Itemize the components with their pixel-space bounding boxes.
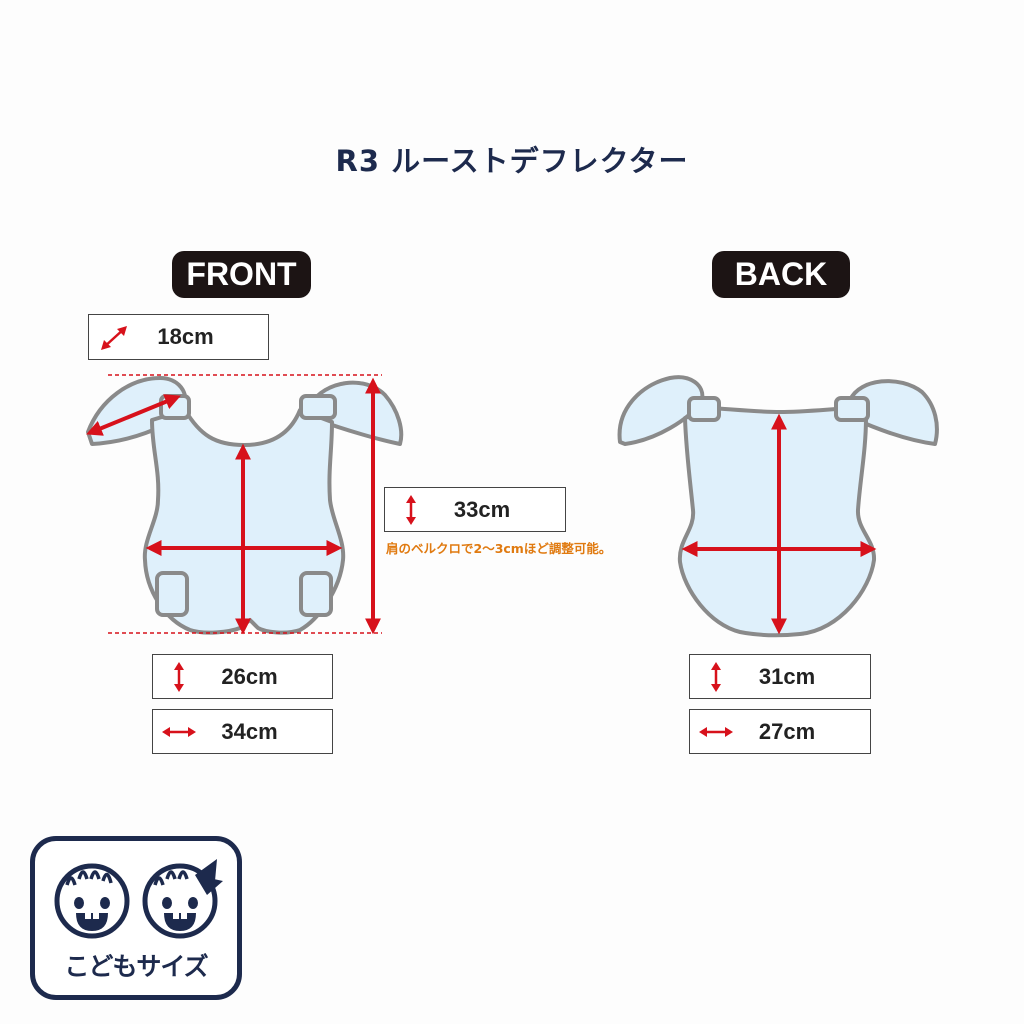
front-label: FRONT bbox=[172, 251, 311, 298]
horizontal-double-arrow-icon bbox=[699, 727, 733, 737]
back-body bbox=[677, 406, 877, 638]
horizontal-double-arrow-icon bbox=[162, 727, 196, 737]
front-total-value: 33cm bbox=[453, 496, 511, 522]
back-guard bbox=[617, 375, 939, 638]
back-left-velcro bbox=[687, 396, 721, 422]
front-total-dimension: 33cm bbox=[384, 487, 566, 532]
kids-size-label: こどもサイズ bbox=[64, 952, 208, 981]
boy-face-icon bbox=[54, 863, 130, 939]
front-width-dimension: 34cm bbox=[152, 709, 333, 754]
back-height-dimension: 31cm bbox=[689, 654, 871, 699]
kids-faces-icon bbox=[54, 859, 223, 939]
back-width-value: 27cm bbox=[758, 718, 816, 744]
front-width-value: 34cm bbox=[221, 718, 278, 744]
back-height-value: 31cm bbox=[758, 663, 816, 689]
back-right-velcro bbox=[834, 396, 870, 422]
page-title: R3 ルーストデフレクター bbox=[335, 144, 689, 178]
girl-face-icon bbox=[142, 859, 223, 939]
vertical-double-arrow-icon bbox=[711, 662, 721, 692]
front-height-dimension: 26cm bbox=[152, 654, 333, 699]
front-shoulder-value: 18cm bbox=[157, 324, 214, 349]
vertical-double-arrow-icon bbox=[406, 495, 416, 525]
kids-size-badge: こどもサイズ bbox=[30, 836, 242, 1000]
back-right-shoulder-cap bbox=[848, 379, 939, 446]
adjust-note: 肩のベルクロで2～3cmほど調整可能。 bbox=[386, 541, 612, 556]
diagonal-double-arrow-icon bbox=[101, 326, 127, 350]
front-right-velcro bbox=[299, 394, 337, 420]
front-left-strap-tab bbox=[155, 571, 189, 617]
vertical-double-arrow-icon bbox=[174, 662, 184, 692]
front-right-strap-tab bbox=[299, 571, 333, 617]
front-shoulder-dimension: 18cm bbox=[88, 314, 269, 360]
front-shoulder-arrow bbox=[86, 394, 181, 436]
front-height-value: 26cm bbox=[221, 663, 278, 689]
back-left-shoulder-cap bbox=[617, 375, 705, 446]
back-width-dimension: 27cm bbox=[689, 709, 871, 754]
back-label: BACK bbox=[712, 251, 850, 298]
